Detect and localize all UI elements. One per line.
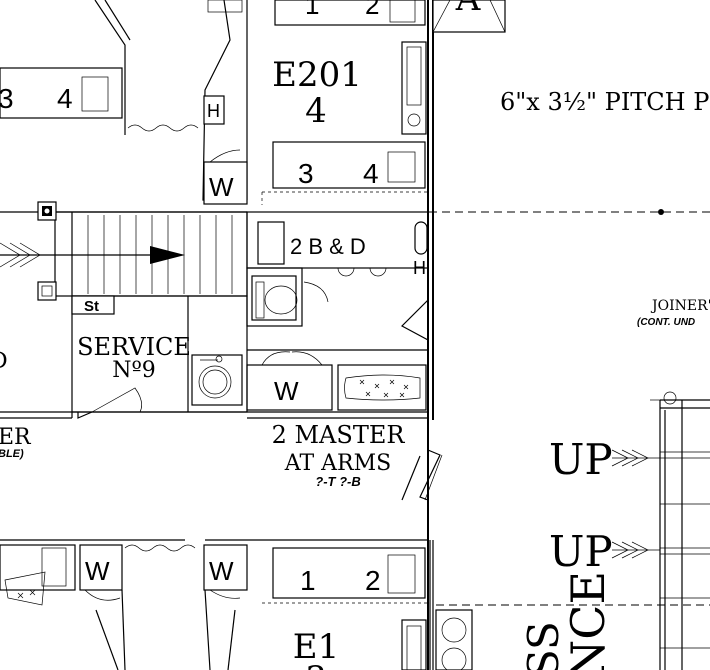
room-e201-name: E201 bbox=[272, 55, 362, 95]
cabin-top-left bbox=[0, 0, 199, 135]
up-label: UP bbox=[549, 435, 613, 484]
marker-a: A bbox=[455, 0, 481, 19]
room-e201-number: 4 bbox=[305, 91, 327, 131]
left-label: ER bbox=[0, 425, 32, 450]
master-door bbox=[401, 420, 443, 540]
corridor-walls bbox=[246, 0, 434, 670]
up-label: UP bbox=[549, 527, 613, 576]
marker-w: W bbox=[209, 172, 234, 202]
marker-w: W bbox=[274, 376, 299, 406]
room-service-name: SERVICE bbox=[77, 333, 191, 361]
marker-w: W bbox=[85, 556, 110, 586]
top-right-box bbox=[432, 0, 506, 33]
toilet-area bbox=[246, 267, 429, 420]
marker-h: H bbox=[413, 258, 426, 278]
left-label-sub: BLE) bbox=[0, 448, 24, 460]
joiner-sub: (CONT. UND bbox=[637, 317, 695, 328]
left-letter: D bbox=[0, 349, 8, 374]
room-master-line2: AT ARMS bbox=[284, 451, 391, 476]
room-2bd-label: 2 B & D bbox=[290, 234, 366, 259]
bunk-number: 4 bbox=[363, 158, 379, 189]
marker-h: H bbox=[207, 101, 220, 121]
room-master-sub: ?-T ?-B bbox=[315, 474, 360, 489]
entrance-label-a: SS bbox=[519, 621, 568, 670]
room-service bbox=[71, 295, 248, 419]
right-stair bbox=[435, 391, 710, 670]
marker-w: W bbox=[209, 556, 234, 586]
bunk-number: 2 bbox=[365, 565, 381, 596]
room-service-number: Nº9 bbox=[112, 358, 156, 383]
cabin-e201 bbox=[202, 0, 428, 205]
cabins-bottom bbox=[0, 539, 428, 670]
room-2bd bbox=[246, 211, 429, 277]
room-e1-name: E1 bbox=[293, 627, 339, 667]
room-master-line1: 2 MASTER bbox=[272, 421, 406, 449]
bunk-number: 2 bbox=[365, 0, 379, 20]
joiner-label: JOINER' bbox=[650, 298, 710, 314]
bunk-number: 1 bbox=[300, 565, 316, 596]
bunk-number: 1 bbox=[305, 0, 319, 20]
bunk-number: 4 bbox=[57, 83, 73, 114]
marker-st: St bbox=[84, 298, 99, 315]
pitch-label: 6"x 3½" PITCH P bbox=[500, 88, 709, 116]
bunk-number: 3 bbox=[298, 158, 314, 189]
left-walls bbox=[0, 411, 428, 419]
room-e1-number: 3 bbox=[305, 659, 327, 670]
entrance-label-b: NCE bbox=[561, 571, 615, 670]
centerline-marker bbox=[658, 209, 664, 215]
stair bbox=[0, 201, 248, 301]
bunk-number: 3 bbox=[0, 83, 14, 114]
